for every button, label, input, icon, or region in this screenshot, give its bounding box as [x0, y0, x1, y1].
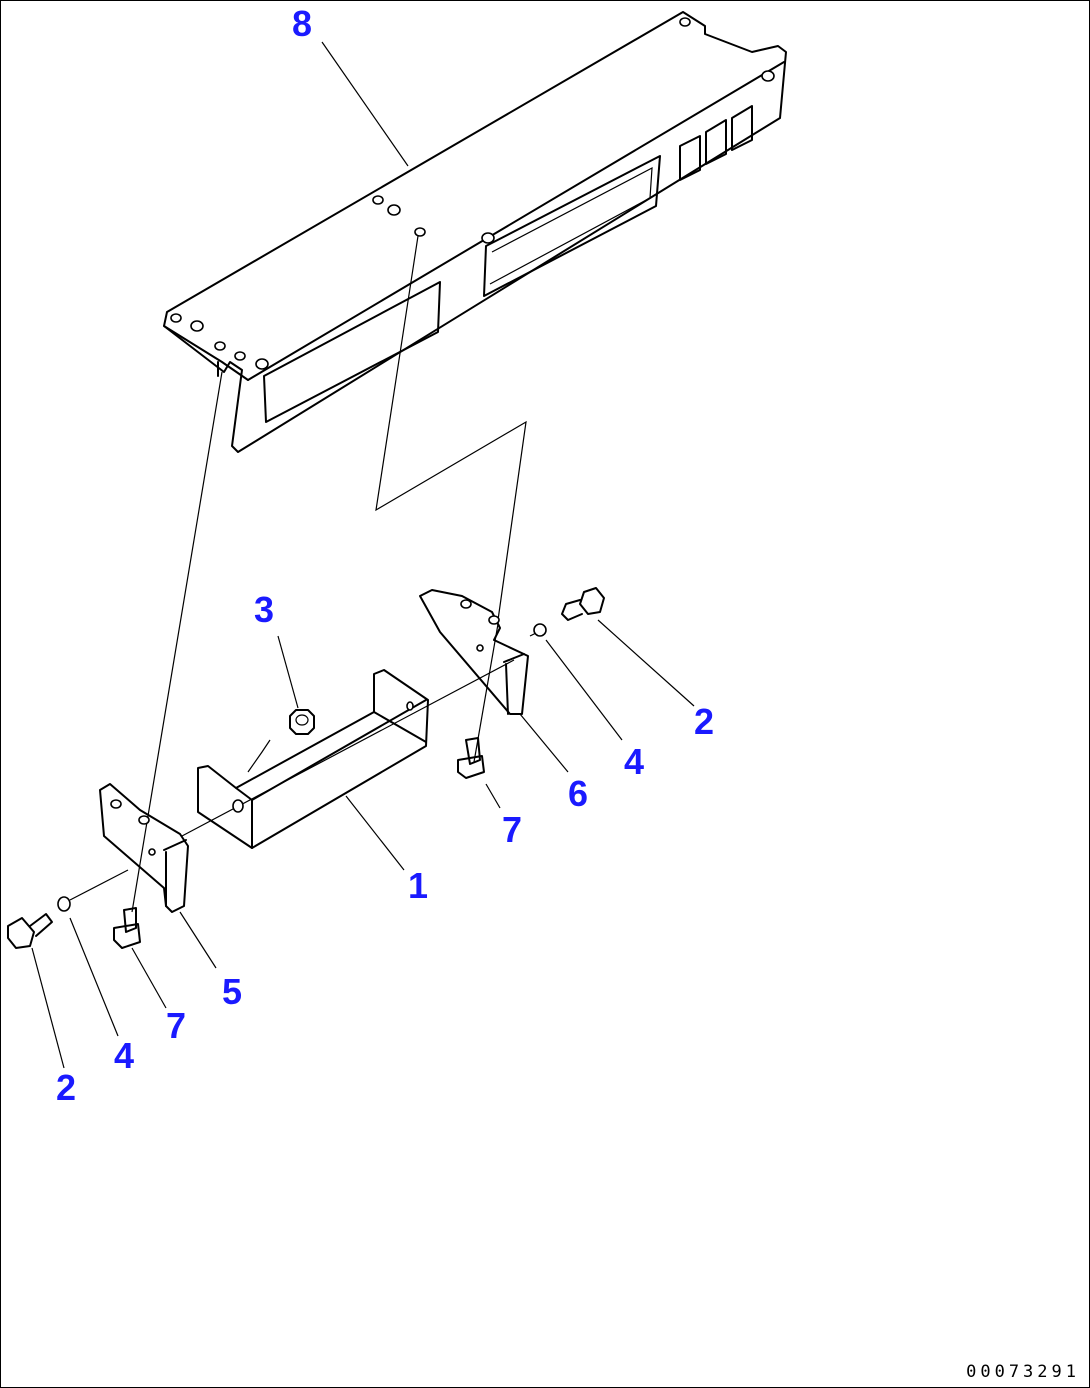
part-2-left-bolt — [7, 913, 53, 949]
part-5-left-bracket — [99, 783, 189, 913]
drawing-number: 00073291 — [966, 1362, 1080, 1382]
callout-7-left: 7 — [166, 1005, 187, 1046]
part-6-right-bracket — [419, 589, 529, 715]
callout-8: 8 — [292, 3, 313, 44]
part-1-channel-bracket — [197, 669, 429, 849]
callout-5: 5 — [222, 971, 243, 1012]
part-4-left-washer — [57, 896, 71, 912]
callout-4-left: 4 — [114, 1035, 135, 1076]
callout-4-right: 4 — [624, 741, 645, 782]
part-8-cover-panel — [163, 11, 787, 453]
part-2-right-bolt — [561, 587, 605, 621]
callout-2-right: 2 — [694, 701, 715, 742]
part-7-right-bolt — [457, 737, 485, 779]
leader-lines — [31, 41, 695, 1069]
callout-3: 3 — [254, 589, 275, 630]
part-7-left-bolt — [113, 907, 141, 949]
callout-1: 1 — [408, 865, 429, 906]
callout-2-left: 2 — [56, 1067, 77, 1108]
callout-7-right: 7 — [502, 809, 523, 850]
callout-6: 6 — [568, 773, 589, 814]
part-3-nut — [289, 709, 315, 735]
part-4-right-washer — [533, 623, 547, 637]
